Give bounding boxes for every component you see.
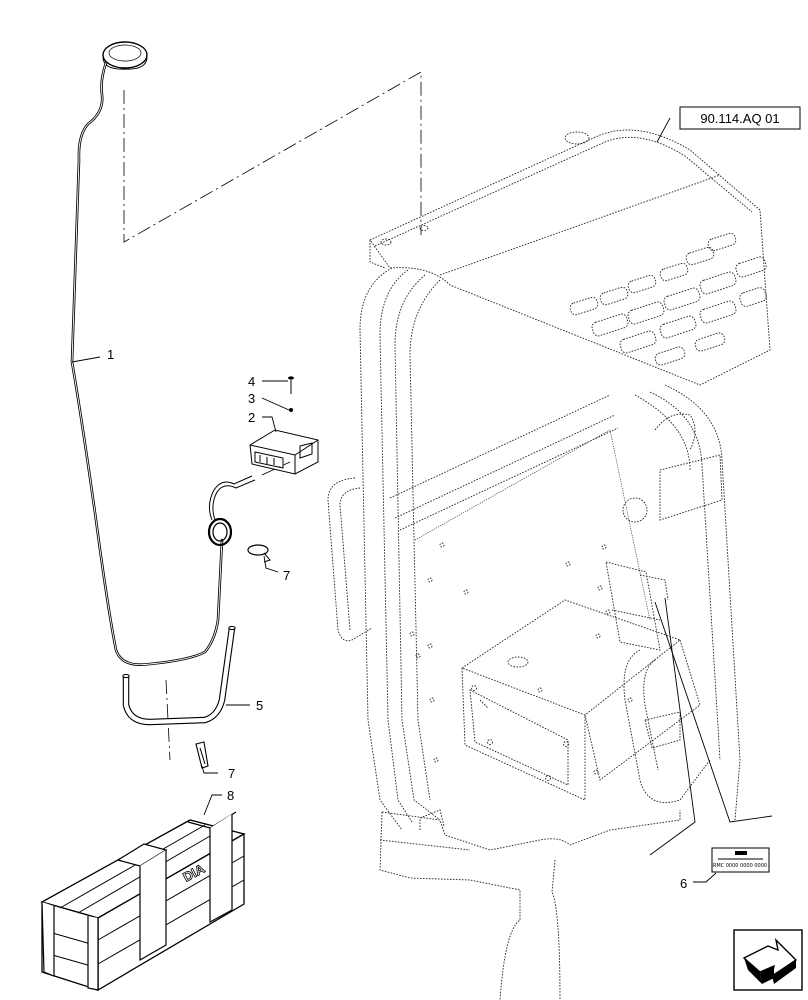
roof-vent-slots (569, 232, 767, 366)
callout-2: 2 (248, 410, 255, 425)
callout-5: 5 (256, 698, 263, 713)
leader-lines (71, 117, 773, 883)
mounting-bracket (122, 625, 236, 726)
decal-text: RMC 0000 0000 0000 (713, 863, 767, 869)
callout-numbers: 1 2 3 4 5 6 7 7 8 (107, 347, 687, 891)
hose-clamp-upper (247, 544, 271, 563)
callout-7-lower: 7 (228, 766, 235, 781)
callout-1: 1 (107, 347, 114, 362)
controller-module (249, 376, 319, 475)
antenna-cable (70, 61, 224, 666)
callout-8: 8 (227, 788, 234, 803)
callout-3: 3 (248, 391, 255, 406)
cable-tie-lower (195, 741, 209, 769)
assembly-alignment-lines (123, 71, 422, 761)
callout-4: 4 (248, 374, 255, 389)
cab-panel-holes (409, 542, 633, 775)
gps-antenna-puck (102, 41, 148, 69)
shipping-crate: DIA (40, 811, 246, 992)
cable-coil (207, 517, 233, 547)
callout-6: 6 (680, 876, 687, 891)
cab-structure (327, 129, 771, 1000)
callout-7-upper: 7 (283, 568, 290, 583)
svg-text:CNH: CNH (736, 851, 747, 857)
reference-label[interactable]: 90.114.AQ 01 (679, 106, 801, 130)
gps-antenna-assembly (70, 41, 256, 666)
reference-label-text: 90.114.AQ 01 (700, 111, 779, 126)
decal-label: CNH RMC 0000 0000 0000 (711, 847, 770, 873)
orientation-arrow-icon[interactable] (733, 929, 803, 991)
